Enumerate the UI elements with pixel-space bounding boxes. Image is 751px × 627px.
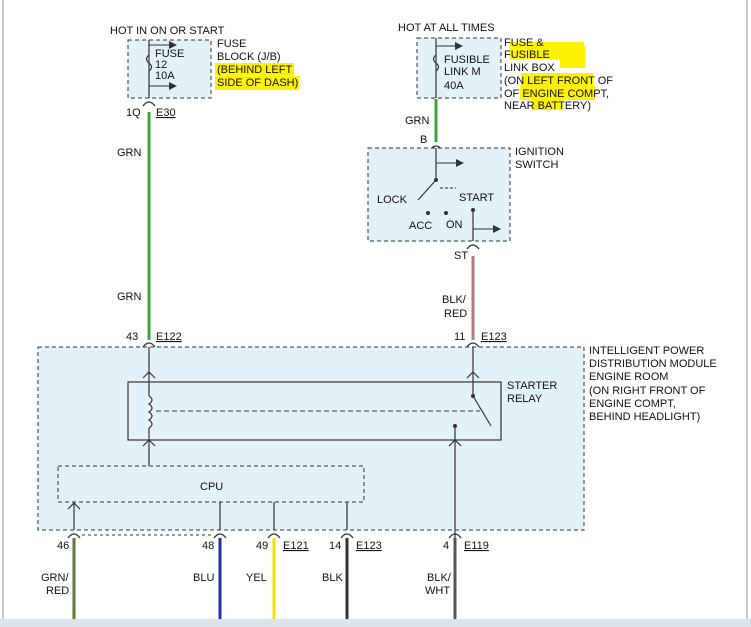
ipdm-input-left-pin: 43 xyxy=(126,331,138,343)
ignition-on: ON xyxy=(446,219,463,231)
output-color-49: YEL xyxy=(246,572,267,584)
relay-arrow-left xyxy=(142,371,156,379)
output-pin-14: 14 xyxy=(329,540,341,552)
fuse-block-pin: 1Q xyxy=(126,107,141,119)
cpu-box xyxy=(57,465,365,503)
output-color-46-1: GRN/ xyxy=(41,572,69,584)
connector-cap-4 xyxy=(448,533,462,539)
output-color-4-1: BLK/ xyxy=(427,572,452,584)
connector-cap-11 xyxy=(466,342,480,348)
relay-arrow-right xyxy=(466,371,480,379)
ignition-pivot xyxy=(434,178,438,182)
fusible-link-desc-2: FUSIBLE xyxy=(504,49,550,61)
highlight-side-of-dash xyxy=(215,76,299,90)
ipdm-title-4: (ON RIGHT FRONT OF xyxy=(589,385,706,397)
cpu-arrow-46 xyxy=(67,502,81,510)
ignition-start: START xyxy=(459,192,494,204)
fusible-link-desc-6: NEAR BATTERY) xyxy=(504,100,591,112)
connector-cap-1q xyxy=(142,101,156,107)
wire-label-grn-upper: GRN xyxy=(117,147,142,159)
output-connector-14: E123 xyxy=(356,540,382,552)
ignition-contact-blade xyxy=(417,179,437,201)
output-pin-46: 46 xyxy=(57,540,69,552)
output-connector-49: E121 xyxy=(283,540,309,552)
relay-contact-pivot xyxy=(471,394,475,398)
fuse-block-desc-4: SIDE OF DASH) xyxy=(217,77,298,89)
ignition-input-pin: B xyxy=(420,134,427,146)
cpu-label: CPU xyxy=(200,481,223,493)
connector-cap-43 xyxy=(142,342,156,348)
output-pin-4: 4 xyxy=(443,540,449,552)
ipdm-title-2: DISTRIBUTION MODULE xyxy=(589,358,717,370)
ignition-acc: ACC xyxy=(409,220,432,232)
wire-label-grn-top-right: GRN xyxy=(405,115,430,127)
fuse-block-desc-1: FUSE xyxy=(217,38,246,50)
fusible-link-name: FUSIBLE xyxy=(444,54,490,66)
connector-cap-48 xyxy=(213,533,227,539)
output-color-14: BLK xyxy=(322,572,343,584)
wire-label-blk-red-2: RED xyxy=(444,308,467,320)
connector-cap-st xyxy=(466,244,480,250)
fusible-link-hot-label: HOT AT ALL TIMES xyxy=(398,22,495,34)
fusible-link-desc-4: (ON LEFT FRONT OF xyxy=(504,75,613,87)
ipdm-title-1: INTELLIGENT POWER xyxy=(589,345,704,357)
connector-cap-46 xyxy=(67,533,81,539)
output-color-46-2: RED xyxy=(46,585,69,597)
fuse-rating: 10A xyxy=(155,70,175,82)
output-connector-4: E119 xyxy=(464,540,489,552)
relay-coil xyxy=(147,395,153,429)
output-color-4-2: WHT xyxy=(425,585,450,597)
fusible-link-number: LINK M xyxy=(444,66,481,78)
ipdm-input-right-connector: E123 xyxy=(481,331,507,343)
ipdm-title-6: BEHIND HEADLIGHT) xyxy=(589,411,700,423)
fusible-link-symbol xyxy=(432,54,440,72)
fuse-name: FUSE xyxy=(155,48,184,60)
connector-cap-14 xyxy=(340,533,354,539)
relay-title-1: STARTER xyxy=(507,380,557,392)
starter-relay-box xyxy=(127,381,502,441)
fusible-link-desc-3: LINK BOX xyxy=(504,62,555,74)
ignition-dot-acc xyxy=(426,211,430,215)
fuse-block-desc-3: (BEHIND LEFT xyxy=(217,64,292,76)
output-color-48: BLU xyxy=(193,572,214,584)
ipdm-title-5: ENGINE COMPT, xyxy=(589,398,676,410)
wire-label-blk-red-1: BLK/ xyxy=(442,294,467,306)
fuse-block-desc-2: BLOCK (J/B) xyxy=(217,51,281,63)
wire-label-grn-lower: GRN xyxy=(117,291,142,303)
fusible-link-desc-5: OF ENGINE COMPT, xyxy=(504,88,609,100)
relay-contact-blade xyxy=(472,395,492,427)
output-pin-48: 48 xyxy=(202,540,214,552)
fuse-block-connector: E30 xyxy=(156,107,176,119)
highlight-usible-tail xyxy=(560,46,585,68)
fusible-link-desc-1: FUSE & xyxy=(504,37,544,49)
output-pin-49: 49 xyxy=(256,540,268,552)
ignition-dot-on xyxy=(444,211,448,215)
fuse-block-hot-label: HOT IN ON OR START xyxy=(110,25,225,37)
highlight-near-battery xyxy=(532,98,563,110)
ignition-lock: LOCK xyxy=(377,194,408,206)
ipdm-title-3: ENGINE ROOM xyxy=(589,371,668,383)
bottom-scroll-strip xyxy=(0,619,751,627)
fuse-12-symbol xyxy=(145,54,153,72)
highlight-behind-left xyxy=(215,63,294,75)
highlight-left-front xyxy=(521,73,593,86)
ignition-title-2: SWITCH xyxy=(515,159,558,171)
ipdm-input-right-pin: 11 xyxy=(454,331,465,343)
ipdm-box xyxy=(37,346,585,531)
ignition-title-1: IGNITION xyxy=(515,146,564,158)
fuse-number: 12 xyxy=(155,59,167,71)
ipdm-input-left-connector: E122 xyxy=(156,331,182,343)
fusible-link-rating: 40A xyxy=(444,80,464,92)
connector-cap-49 xyxy=(267,533,281,539)
ignition-output-pin: ST xyxy=(454,250,468,262)
relay-title-2: RELAY xyxy=(507,393,543,405)
highlight-engine-compt xyxy=(520,86,595,100)
